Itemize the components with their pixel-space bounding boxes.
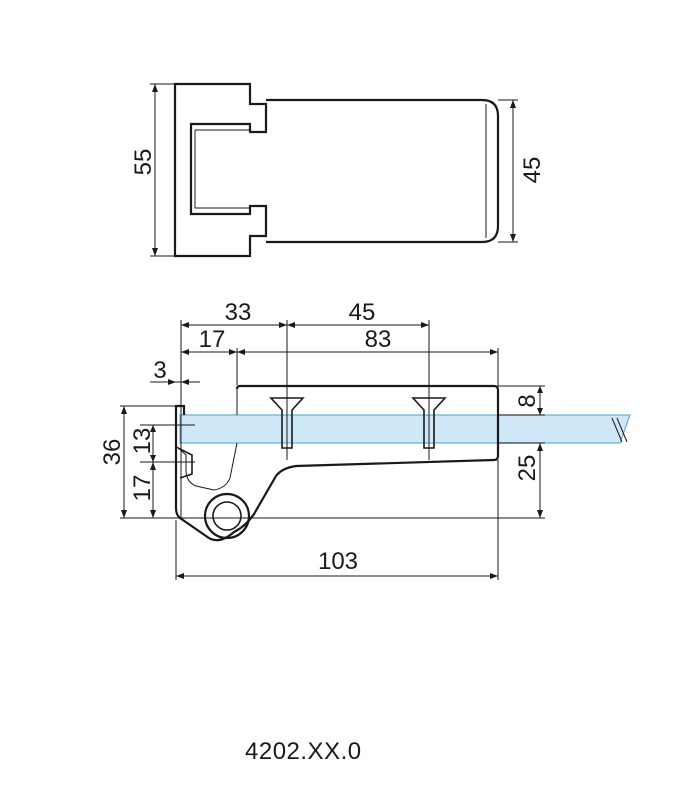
dim-45-right: 45 [498,99,546,243]
dim-25: 25 [514,443,543,518]
dim-17-side-label: 17 [129,475,156,502]
top-view-mounting-block [173,82,268,258]
screw-right [411,385,447,460]
dim-55-label: 55 [130,149,157,176]
pivot-outer [203,492,251,540]
dim-3-label: 3 [153,357,166,384]
glass-panel [179,414,631,444]
dim-36-label: 36 [99,439,126,466]
dim-17-side: 17 [129,462,156,518]
dim-8: 8 [514,386,543,415]
dim-83-label: 83 [365,326,392,353]
top-view-clamp-plate [266,98,500,244]
dim-33-label: 33 [225,299,252,326]
dim-25-label: 25 [514,455,541,482]
hinge-body [174,384,500,542]
top-view: 55 45 [130,82,546,258]
dim-103-label: 103 [318,548,358,575]
dim-13: 13 [129,425,156,462]
side-view: 33 45 17 83 3 8 [99,299,631,580]
dim-3: 3 [150,357,200,385]
pivot-bore [212,501,242,531]
dim-17-top: 17 [181,326,237,355]
dim-8-label: 8 [514,394,541,407]
screw-left [269,385,305,460]
top-view-inner-recess [194,129,250,209]
dim-45-top-label: 45 [349,299,376,326]
dim-103: 103 [176,548,498,579]
dim-17-top-label: 17 [199,326,226,353]
product-code: 4202.XX.0 [245,738,362,765]
dim-83: 83 [237,326,498,355]
dim-36: 36 [99,406,127,518]
dim-13-label: 13 [129,428,156,455]
dim-45-right-label: 45 [519,157,546,184]
dim-33: 33 [181,299,287,328]
dim-45-top: 45 [287,299,429,328]
dim-55: 55 [130,83,175,257]
